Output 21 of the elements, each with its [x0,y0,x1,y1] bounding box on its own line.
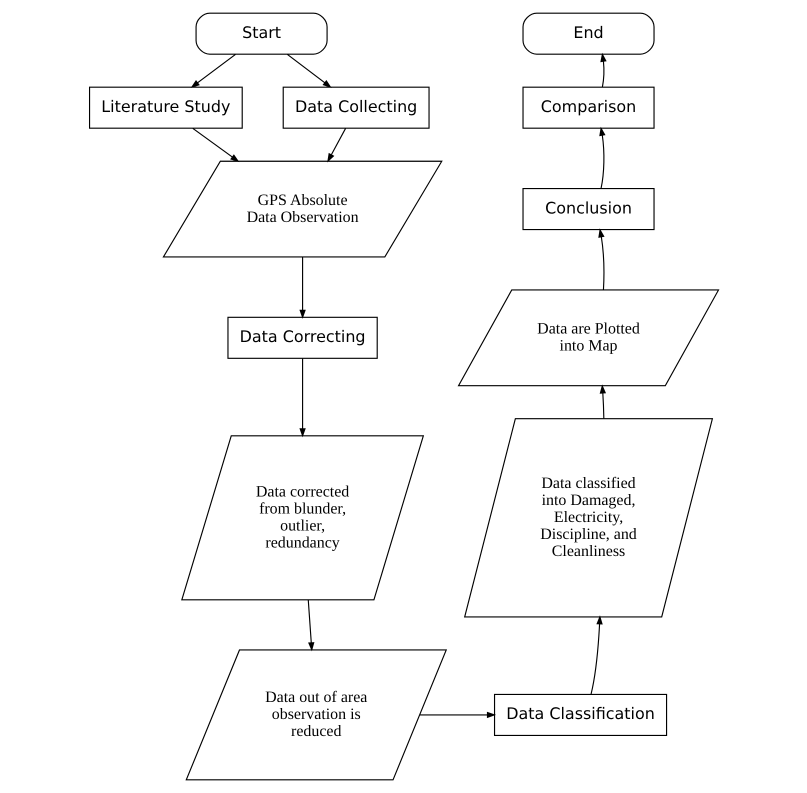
node-box: End [522,12,654,55]
node-box: Comparison [522,86,654,129]
arrow [190,54,236,88]
node-box: Literature Study [88,86,242,129]
arrow [598,126,606,189]
arrow [286,54,332,88]
arrow [307,600,314,652]
arrow [298,256,306,319]
arrow [590,615,602,694]
node-box: Data Classification [493,694,667,736]
arrow [598,228,604,290]
arrow [326,128,346,162]
arrow [600,52,606,88]
arrow [298,358,306,438]
arrow [420,712,496,718]
node-box: Start [195,12,328,55]
arrow [192,128,239,162]
node-box: Data Collecting [282,86,430,129]
arrow [599,384,606,418]
node-box: Conclusion [522,188,654,230]
node-box: Data Correcting [226,316,378,359]
